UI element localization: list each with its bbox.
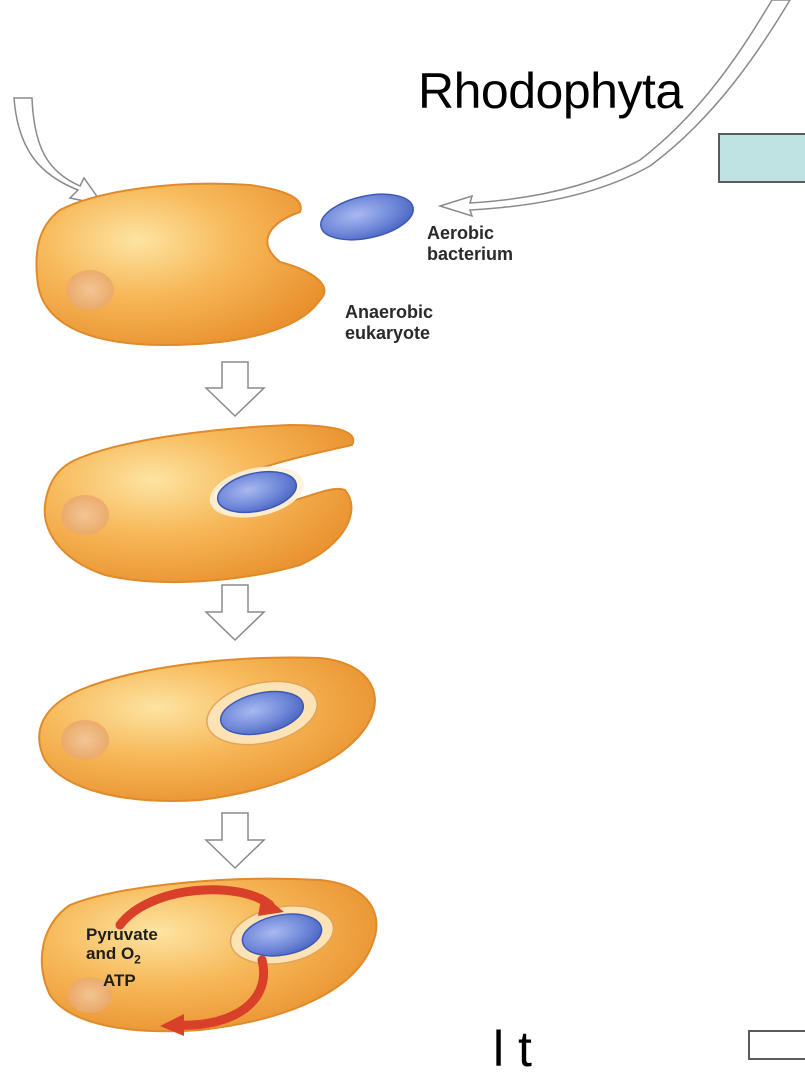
pyruvate-label-line2: and O2 — [86, 944, 158, 969]
engulfed-cell — [39, 657, 375, 800]
aerobic-label-line1: Aerobic — [427, 223, 513, 244]
bottom-partial-text: l t — [493, 1024, 532, 1074]
aerobic-bacterium — [317, 187, 418, 248]
bottom-box — [748, 1030, 805, 1060]
pyruvate-label: Pyruvate and O2 — [86, 925, 158, 969]
aerobic-label-line2: bacterium — [427, 244, 513, 265]
anaerobic-label-line1: Anaerobic — [345, 302, 433, 323]
diagram-canvas — [0, 0, 805, 1049]
page-title: Rhodophyta — [418, 66, 683, 116]
down-arrow-icon — [206, 813, 264, 868]
anaerobic-label-line2: eukaryote — [345, 323, 433, 344]
aerobic-bacterium-label: Aerobic bacterium — [427, 223, 513, 265]
down-arrow-icon — [206, 362, 264, 416]
oxygen-subscript: 2 — [134, 952, 141, 966]
pyruvate-label-line2-prefix: and O — [86, 944, 134, 963]
down-arrow-icon — [206, 585, 264, 640]
anaerobic-eukaryote-label: Anaerobic eukaryote — [345, 302, 433, 344]
endosymbiosis-diagram: Rhodophyta Aerobic bacterium Anaerobic e… — [0, 0, 805, 1049]
atp-label: ATP — [103, 970, 136, 991]
pyruvate-label-line1: Pyruvate — [86, 925, 158, 944]
curved-arrow-icon — [14, 98, 103, 205]
anaerobic-eukaryote-cell — [36, 184, 324, 345]
teal-highlight-box — [718, 133, 805, 183]
engulfing-cell — [45, 425, 354, 582]
